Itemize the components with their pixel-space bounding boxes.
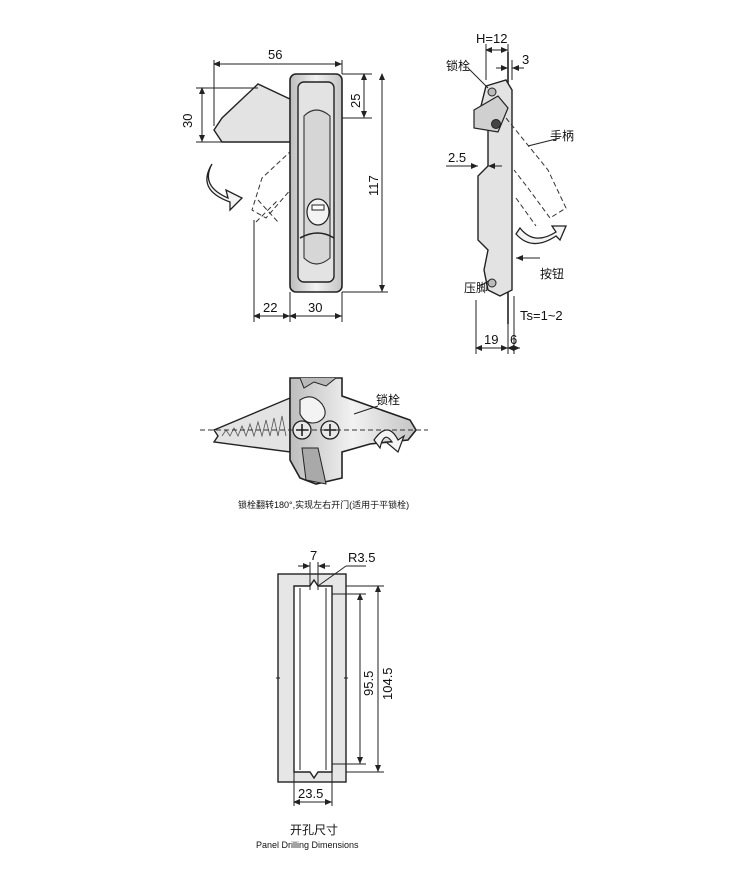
rear-rotate-arrow-icon (373, 429, 406, 454)
dim-30-left: 30 (180, 114, 195, 128)
dim-h12: H=12 (476, 31, 507, 46)
dim-6: 6 (510, 332, 517, 347)
dim-117: 117 (366, 175, 381, 196)
cutout-title-en: Panel Drilling Dimensions (256, 840, 359, 850)
rear-caption: 锁栓翻转180°,实现左右开门(适用于平锁栓) (238, 499, 409, 510)
dim-23-5: 23.5 (298, 786, 323, 801)
dim-2-5: 2.5 (448, 150, 466, 165)
dim-56: 56 (268, 47, 282, 62)
label-button: 按钮 (540, 266, 564, 281)
label-plate: 压脚 (464, 280, 488, 295)
label-cam: 锁栓 (446, 58, 470, 73)
front-view: 56 30 25 117 22 30 (180, 47, 388, 322)
rear-view: 锁栓 锁栓翻转180°,实现左右开门(适用于平锁栓) (200, 377, 428, 510)
cam-serrated (212, 396, 291, 453)
label-handle: 手柄 (550, 129, 574, 143)
dim-r3-5: R3.5 (348, 550, 375, 565)
dim-7: 7 (310, 548, 317, 563)
dim-3: 3 (522, 52, 529, 67)
front-lever-dashed (251, 149, 293, 219)
dim-ts: Ts=1~2 (520, 308, 563, 323)
dim-22: 22 (263, 300, 277, 315)
dim-25: 25 (348, 94, 363, 108)
front-lever (213, 83, 293, 143)
dim-95-5: 95.5 (361, 671, 376, 696)
side-view: H=12 3 2.5 Ts=1~2 19 6 锁栓 手柄 按钮 压脚 (446, 31, 574, 354)
label-rear-cam: 锁栓 (376, 392, 400, 407)
dim-19: 19 (484, 332, 498, 347)
cutout-title-cn: 开孔尺寸 (290, 823, 338, 837)
dim-104-5: 104.5 (380, 667, 395, 700)
rotate-arrow-icon (206, 163, 244, 212)
cutout-view: 7 R3.5 95.5 104.5 23.5 开孔尺寸 Panel Drilli… (256, 548, 395, 850)
side-rotate-arrow-icon (515, 225, 567, 245)
dim-30-bottom: 30 (308, 300, 322, 315)
